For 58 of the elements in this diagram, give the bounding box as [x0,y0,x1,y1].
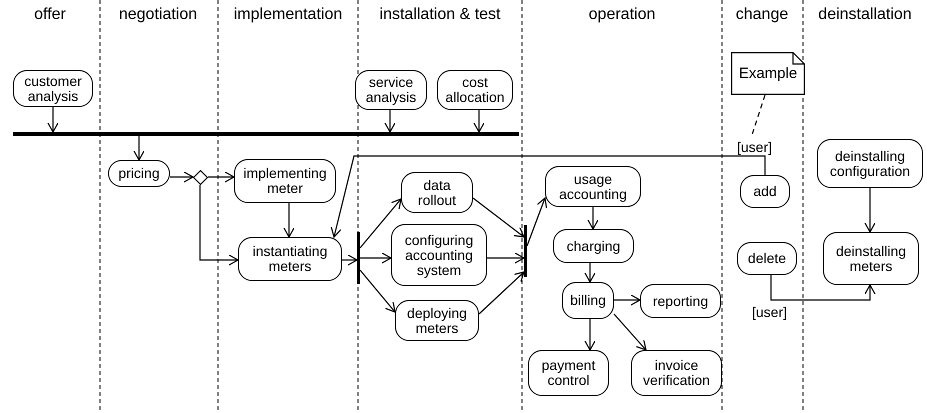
lane-header: negotiation [118,6,198,24]
arrow [133,136,145,161]
arrow [342,254,358,266]
action-node: usage accounting [545,166,641,207]
arrow [283,203,295,238]
lane-header: installation & test [380,6,500,24]
arrow [360,252,392,264]
action-node: deploying meters [395,300,479,341]
note: Example [731,52,805,95]
action-node: instantiating meters [238,237,342,281]
action-node: customer analysis [13,70,93,107]
lane-header: deinstallation [818,6,912,24]
arrow [208,171,235,183]
arrow [330,155,766,238]
arrow [384,110,396,133]
action-node: configuring accounting system [391,224,487,286]
edge-label: [user] [752,305,788,320]
action-node: pricing [108,160,170,187]
arrow [770,275,876,301]
arrow [587,207,599,230]
action-node: reporting [640,284,721,318]
arrow [614,294,641,306]
arrow [864,188,876,233]
action-node: charging [553,229,634,263]
action-node: data rollout [401,172,473,213]
edge-label: [user] [737,140,772,155]
action-node: service analysis [355,70,427,110]
arrow [478,271,525,314]
arrow [584,263,596,283]
action-node: add [740,175,790,208]
lane-header: operation [588,6,656,24]
arrow [170,171,194,183]
arrow [614,314,647,351]
lane-header: change [736,6,788,24]
arrow [360,270,396,313]
arrow [472,198,525,238]
action-node: billing [562,282,614,319]
arrow [526,197,548,246]
arrow [473,110,485,133]
leader-line [751,94,766,136]
decision-diamond [193,170,208,185]
sync-bar [13,132,519,136]
arrow [360,198,402,248]
sync-bar [524,225,527,277]
lane-header: implementation [234,6,342,24]
action-node: deinstalling meters [823,232,919,285]
arrow [47,107,59,133]
action-node: deinstalling configuration [817,139,923,188]
lane-header: offer [34,6,66,24]
action-node: payment control [528,350,609,396]
action-node: implementing meter [234,159,336,203]
arrow [199,185,239,266]
sync-bar [357,232,360,284]
action-node: delete [737,242,797,275]
action-node: invoice verification [631,350,722,396]
action-node: cost allocation [437,70,513,110]
arrow [584,319,596,351]
arrow [487,252,525,264]
